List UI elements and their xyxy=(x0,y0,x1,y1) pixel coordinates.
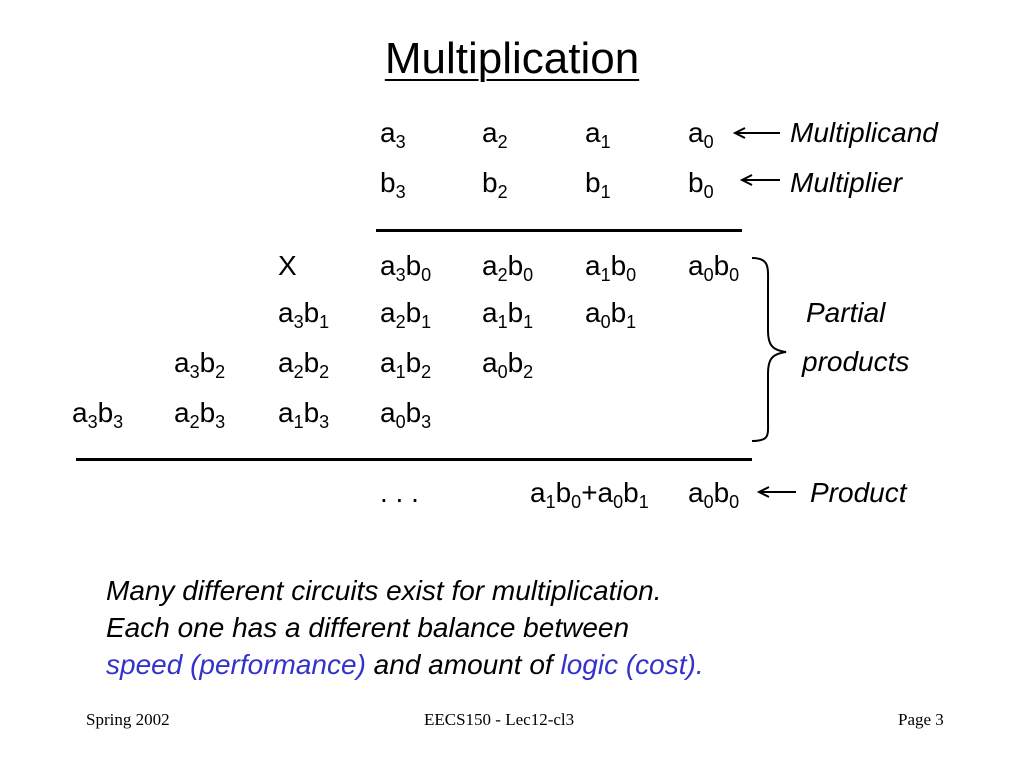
product-label: Product xyxy=(810,477,907,508)
speed-performance-text: speed (performance) xyxy=(106,649,366,680)
description-text: Many different circuits exist for multip… xyxy=(106,572,704,683)
description-line-2: Each one has a different balance between xyxy=(106,612,630,643)
partial-product-term: a0b2 xyxy=(482,347,534,382)
partial-product-term: a2b0 xyxy=(482,250,534,285)
slide-title: Multiplication xyxy=(384,34,640,83)
partial-product-term: a3b1 xyxy=(278,297,330,332)
multiplicand-term: a3 xyxy=(380,117,406,152)
partial-product-term: a1b1 xyxy=(482,297,534,332)
product-ellipsis: . . . xyxy=(380,477,419,508)
description-line-1: Many different circuits exist for multip… xyxy=(106,575,662,606)
partial-product-term: a2b1 xyxy=(380,297,432,332)
partial-product-term: a1b0 xyxy=(585,250,637,285)
partial-product-term: a2b2 xyxy=(278,347,330,382)
partial-product-term: a3b0 xyxy=(380,250,432,285)
multiplier-term: b2 xyxy=(482,167,508,202)
multiplier-label: Multiplier xyxy=(790,167,903,198)
partial-products-label-line1: Partial xyxy=(806,297,886,328)
footer-center: EECS150 - Lec12-cl3 xyxy=(424,710,575,729)
multiplier-term: b0 xyxy=(688,167,714,202)
partial-product-term: a1b3 xyxy=(278,397,330,432)
multiplicand-term: a0 xyxy=(688,117,714,152)
logic-cost-text: logic (cost). xyxy=(560,649,704,680)
and-amount-of-text: and amount of xyxy=(365,649,561,680)
partial-product-term: a2b3 xyxy=(174,397,226,432)
description-line-3: speed (performance) and amount of logic … xyxy=(106,646,704,683)
footer-right: Page 3 xyxy=(898,710,944,729)
partial-products-underline xyxy=(76,458,752,461)
partial-product-term: a3b2 xyxy=(174,347,226,382)
partial-product-term: a0b1 xyxy=(585,297,637,332)
product-bit-0: a0b0 xyxy=(688,477,740,512)
partial-products-brace xyxy=(751,257,787,442)
multiplier-underline xyxy=(376,229,742,232)
partial-product-term: a3b3 xyxy=(72,397,124,432)
multiplicand-term: a1 xyxy=(585,117,611,152)
partial-products-label-line2: products xyxy=(802,346,910,377)
partial-product-term: a1b2 xyxy=(380,347,432,382)
multiplicand-term: a2 xyxy=(482,117,508,152)
partial-product-term: a0b3 xyxy=(380,397,432,432)
multiplier-term: b3 xyxy=(380,167,406,202)
partial-product-term: a0b0 xyxy=(688,250,740,285)
multiplicand-label: Multiplicand xyxy=(790,117,938,148)
times-symbol: X xyxy=(278,250,297,281)
multiplier-term: b1 xyxy=(585,167,611,202)
footer-left: Spring 2002 xyxy=(86,710,170,729)
product-bit-1: a1b0+a0b1 xyxy=(530,477,649,512)
